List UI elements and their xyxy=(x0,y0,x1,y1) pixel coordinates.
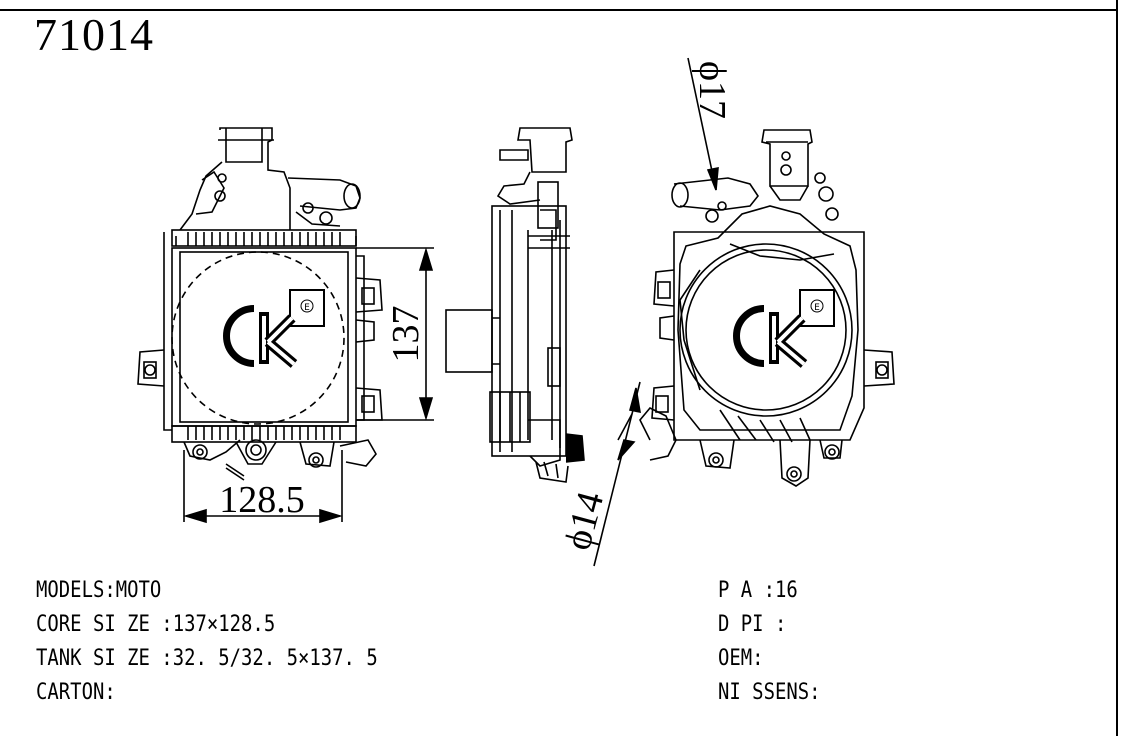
frame-top-border xyxy=(0,0,1118,11)
bottom-fins xyxy=(187,426,341,440)
spec-pa-value: 16 xyxy=(774,578,798,603)
dimension-height-label: 137 xyxy=(385,306,427,363)
spec-oem: OEM: xyxy=(718,646,764,671)
spec-models-value: MOTO xyxy=(115,578,162,603)
spec-tank-size-label: TANK SI ZE : xyxy=(36,646,173,671)
spec-dpi: D PI : xyxy=(718,612,786,637)
spec-pa: P A :16 xyxy=(718,578,798,603)
logo-mark-front: E xyxy=(304,303,310,313)
logo-mark-rear: E xyxy=(814,303,820,313)
spec-core-size-label: CORE SI ZE : xyxy=(36,612,173,637)
spec-carton-label: CARTON: xyxy=(36,680,116,705)
dimension-inlet-diameter-label: ϕ17 xyxy=(691,61,733,119)
dimension-128-5 xyxy=(183,450,343,524)
spec-models-label: MODELS: xyxy=(36,578,116,603)
spec-oem-label: OEM: xyxy=(718,646,764,671)
spec-nissens: NI SSENS: xyxy=(718,680,821,705)
ck-logo-rear xyxy=(733,289,835,368)
spec-pa-label: P A : xyxy=(718,578,775,603)
top-fins xyxy=(187,232,341,246)
leader-phi-14 xyxy=(593,381,641,567)
spec-core-size-value: 137×128.5 xyxy=(172,612,276,637)
leader-phi-17 xyxy=(687,57,719,191)
spec-tank-size-value: 32. 5/32. 5×137. 5 xyxy=(172,646,378,671)
spec-tank-size: TANK SI ZE :32. 5/32. 5×137. 5 xyxy=(36,646,378,671)
side-view xyxy=(445,127,585,483)
spec-nissens-label: NI SSENS: xyxy=(718,680,821,705)
ck-logo-front xyxy=(223,289,325,368)
rear-view xyxy=(639,129,895,487)
spec-core-size: CORE SI ZE :137×128.5 xyxy=(36,612,275,637)
spec-models: MODELS:MOTO xyxy=(36,578,161,603)
spec-dpi-label: D PI : xyxy=(718,612,787,637)
dimension-outlet-diameter-label: ϕ14 xyxy=(557,487,613,554)
frame-right-border xyxy=(1116,0,1118,736)
part-number: 71014 xyxy=(34,9,154,60)
dimension-137 xyxy=(356,247,434,421)
spec-carton: CARTON: xyxy=(36,680,116,705)
front-view xyxy=(137,127,383,481)
dimension-width-label: 128.5 xyxy=(219,479,305,521)
